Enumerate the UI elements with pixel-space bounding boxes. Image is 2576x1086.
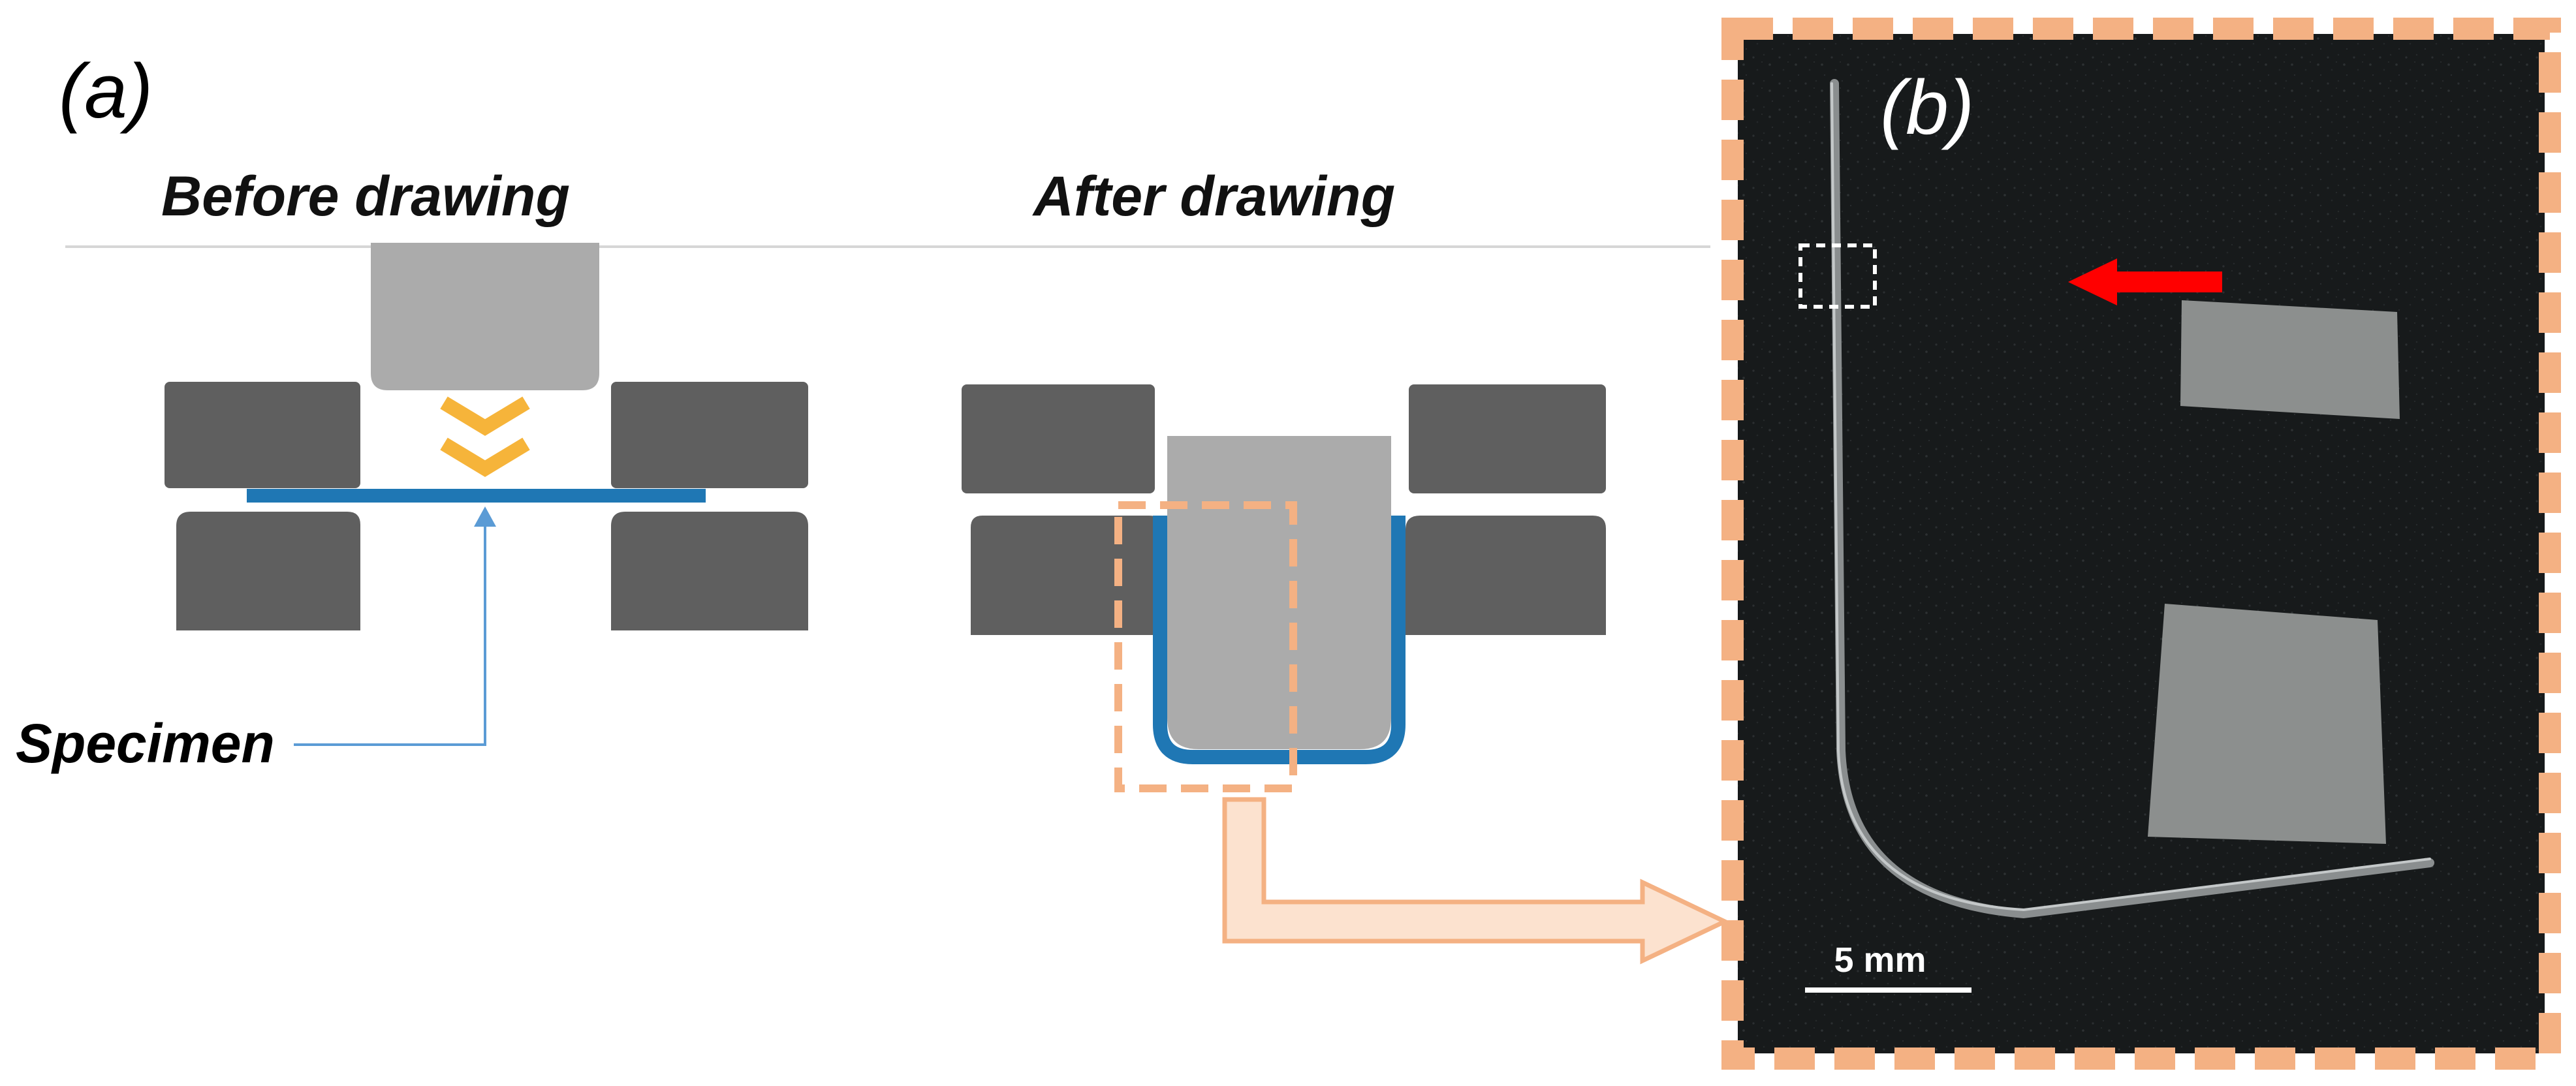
panel-b-label: (b) xyxy=(1880,65,1974,151)
cut-specimen-piece-bottom xyxy=(2148,604,2386,844)
specimen-photo xyxy=(1738,34,2545,1053)
cut-specimen-piece-top xyxy=(2180,300,2400,419)
downward-chevrons-icon xyxy=(440,396,530,477)
specimen-drawn-cup xyxy=(1153,516,1406,764)
panel-b: (b) 5 mm xyxy=(1721,18,2561,1070)
die-left-after xyxy=(971,516,1163,635)
before-drawing-setup xyxy=(165,243,808,630)
after-drawing-setup xyxy=(962,384,1606,792)
scale-bar-label: 5 mm xyxy=(1834,940,1926,980)
specimen-leader-line xyxy=(294,522,486,746)
red-indicator-arrow-icon xyxy=(2068,258,2222,305)
die-right-after xyxy=(1406,516,1606,635)
strip-highlight xyxy=(1830,82,2431,912)
after-drawing-title: After drawing xyxy=(1032,165,1395,228)
die-right xyxy=(611,512,808,630)
specimen-pointer-arrowhead xyxy=(474,506,496,527)
panel-a-label: (a) xyxy=(59,48,153,134)
blank-holder-left-after xyxy=(962,384,1155,493)
panel-a: (a) Before drawing After drawing Specime… xyxy=(16,48,1731,965)
specimen-callout: Specimen xyxy=(16,506,496,774)
highlight-dashed-box xyxy=(1114,501,1297,792)
connector-arrow-icon xyxy=(1222,797,1731,965)
photo-dashed-frame xyxy=(1721,18,2561,1070)
die-left xyxy=(176,512,360,630)
specimen-label: Specimen xyxy=(16,713,275,774)
specimen-sheet-flat xyxy=(247,489,706,503)
location-marker-box xyxy=(1798,243,1877,309)
blank-holder-right xyxy=(611,382,808,488)
blank-holder-left xyxy=(165,382,360,488)
punch-before xyxy=(371,243,599,390)
punch-after xyxy=(1167,436,1391,749)
blank-holder-right-after xyxy=(1409,384,1606,493)
before-drawing-title: Before drawing xyxy=(161,165,570,228)
scale-bar xyxy=(1805,987,1971,993)
